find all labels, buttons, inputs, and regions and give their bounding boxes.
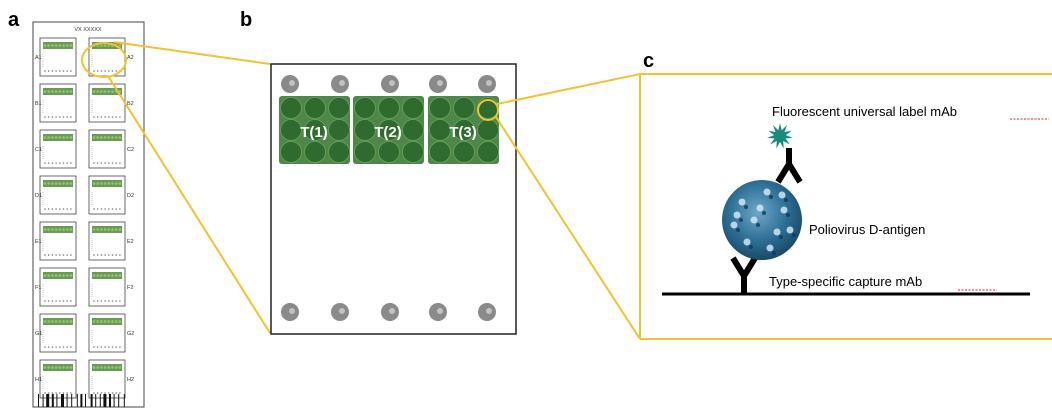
slide-well bbox=[88, 359, 126, 399]
zoom-line-b-top bbox=[496, 73, 641, 105]
label-mab-text: Fluorescent universal label mAb bbox=[772, 104, 957, 119]
row-label-left: D1 bbox=[35, 193, 42, 199]
test-label: T(2) bbox=[374, 124, 402, 141]
slide-well bbox=[39, 37, 77, 77]
control-spot bbox=[429, 75, 447, 93]
row-label-left: A1 bbox=[35, 55, 42, 61]
row-label-left: E1 bbox=[35, 239, 42, 245]
row-label-left: F1 bbox=[35, 285, 41, 291]
row-label-left: C1 bbox=[35, 147, 42, 153]
slide-well bbox=[39, 221, 77, 261]
slide-well bbox=[39, 129, 77, 169]
slide-well bbox=[39, 175, 77, 215]
zoom-line-b-bottom bbox=[495, 116, 641, 340]
control-spot bbox=[478, 303, 496, 321]
slide-well bbox=[88, 175, 126, 215]
highlight-circle-b bbox=[477, 99, 499, 121]
highlight-circle-a bbox=[81, 42, 127, 78]
slide-title: VX XXXXX bbox=[74, 27, 102, 33]
control-spot bbox=[281, 75, 299, 93]
row-label-left: H1 bbox=[35, 377, 42, 383]
capture-antibody-icon bbox=[730, 256, 758, 294]
row-label-right: C2 bbox=[127, 147, 134, 153]
test-blocks: T(1) T(2) T(3) bbox=[279, 96, 499, 164]
control-spot bbox=[331, 75, 349, 93]
row-label-left: G1 bbox=[35, 331, 42, 337]
slide-well bbox=[39, 313, 77, 353]
slide-well bbox=[88, 129, 126, 169]
test-block: T(2) bbox=[353, 96, 424, 164]
row-label-right: A2 bbox=[127, 55, 134, 61]
slide-well bbox=[88, 221, 126, 261]
panel-b-letter: b bbox=[240, 9, 252, 31]
control-spot bbox=[478, 75, 496, 93]
test-block: T(1) bbox=[279, 96, 350, 164]
zoom-line-a-top bbox=[113, 41, 271, 65]
control-spots bbox=[281, 75, 496, 321]
barcode-icon bbox=[38, 394, 125, 407]
panel-c-letter: c bbox=[643, 50, 654, 72]
control-spot bbox=[429, 303, 447, 321]
panel-c-frame bbox=[639, 73, 1052, 340]
antigen-text: Poliovirus D-antigen bbox=[809, 222, 925, 237]
label-antibody-icon bbox=[775, 148, 803, 184]
slide-well bbox=[88, 267, 126, 307]
capture-mab-text: Type-specific capture mAb bbox=[769, 274, 922, 289]
control-spot bbox=[381, 75, 399, 93]
control-spot bbox=[331, 303, 349, 321]
row-label-right: E2 bbox=[127, 239, 134, 245]
zoom-line-a-bottom bbox=[107, 75, 271, 334]
slide-well bbox=[88, 83, 126, 123]
slide-well bbox=[39, 267, 77, 307]
slide-well bbox=[88, 313, 126, 353]
test-label: T(1) bbox=[300, 124, 328, 141]
row-label-left: B1 bbox=[35, 101, 42, 107]
panel-a-letter: a bbox=[8, 9, 20, 31]
control-spot bbox=[281, 303, 299, 321]
row-label-right: H2 bbox=[127, 377, 134, 383]
row-label-right: G2 bbox=[127, 331, 134, 337]
virus-particle-icon bbox=[722, 180, 802, 260]
slide-well bbox=[39, 83, 77, 123]
row-label-right: B2 bbox=[127, 101, 134, 107]
fluorophore-icon bbox=[767, 123, 793, 149]
test-label: T(3) bbox=[449, 124, 477, 141]
slide-well bbox=[39, 359, 77, 399]
row-label-right: F2 bbox=[127, 285, 133, 291]
row-label-right: D2 bbox=[127, 193, 134, 199]
control-spot bbox=[381, 303, 399, 321]
test-block: T(3) bbox=[428, 96, 499, 164]
